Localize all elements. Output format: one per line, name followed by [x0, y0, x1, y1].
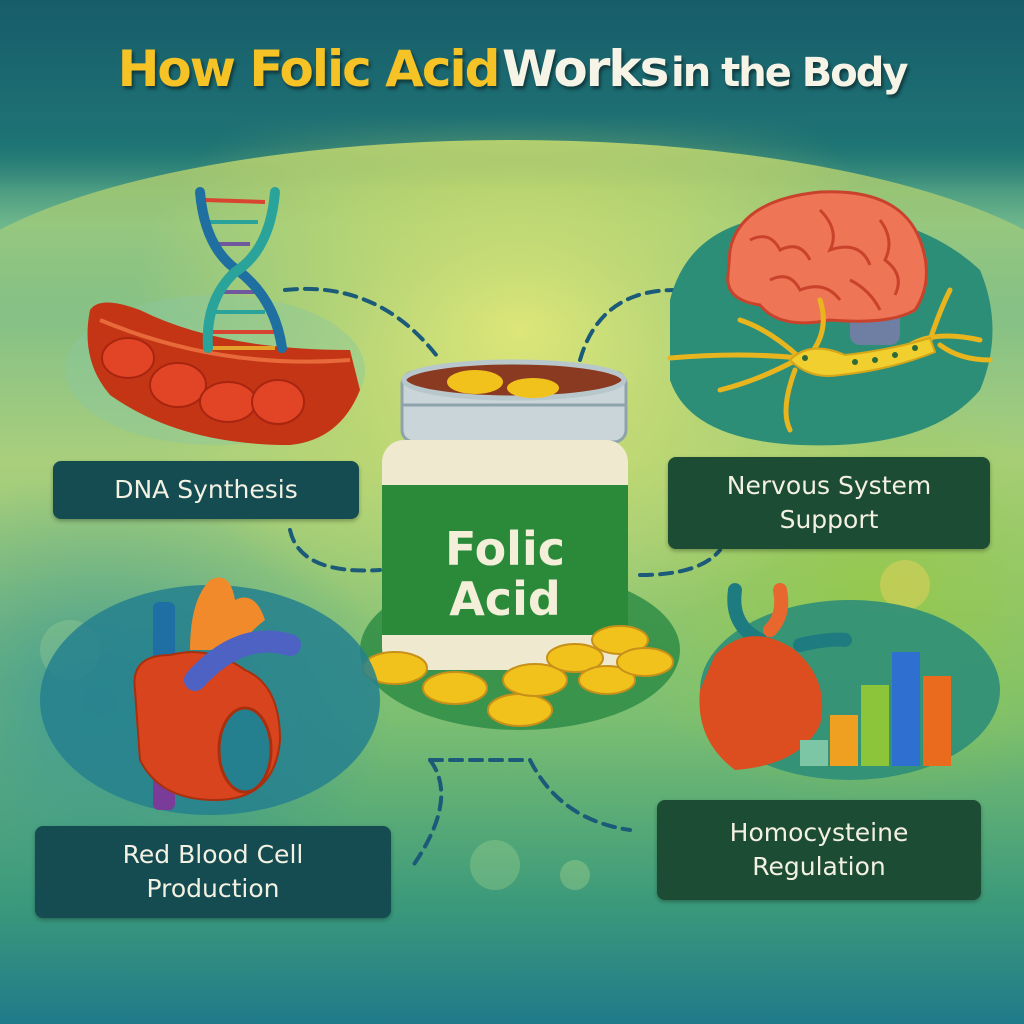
label-text-line-2: Production	[146, 874, 280, 903]
label-red-blood-cell-production: Red Blood Cell Production	[35, 826, 391, 918]
brain-and-neuron-icon	[667, 190, 993, 446]
label-text-line-1: Nervous System	[726, 471, 932, 500]
bokeh-dot	[880, 560, 930, 610]
dna-helix-and-blood-vessel-icon	[65, 187, 365, 445]
bokeh-dot	[560, 860, 590, 890]
page-title: How Folic Acid Works in the Body	[0, 40, 1024, 98]
bottle-label-line-1: Folic	[445, 522, 565, 576]
title-part-1: How Folic Acid	[117, 40, 501, 98]
heart-with-bar-chart-icon	[699, 583, 1000, 780]
bokeh-dot	[470, 840, 520, 890]
label-dna-synthesis: DNA Synthesis	[53, 461, 359, 519]
label-text: DNA Synthesis	[114, 475, 298, 504]
label-text-line-1: Homocysteine	[729, 818, 909, 847]
label-text-line-1: Red Blood Cell	[122, 840, 304, 869]
title-part-2: Works	[502, 40, 669, 98]
label-nervous-system-support: Nervous System Support	[668, 457, 990, 549]
label-homocysteine-regulation: Homocysteine Regulation	[657, 800, 981, 900]
folic-acid-bottle-icon: Folic Acid	[360, 359, 680, 730]
bottle-label-line-2: Acid	[449, 572, 561, 626]
anatomical-heart-icon	[40, 577, 380, 815]
title-part-3: in the Body	[670, 50, 908, 96]
label-text-line-2: Support	[779, 505, 879, 534]
label-text-line-2: Regulation	[752, 852, 886, 881]
